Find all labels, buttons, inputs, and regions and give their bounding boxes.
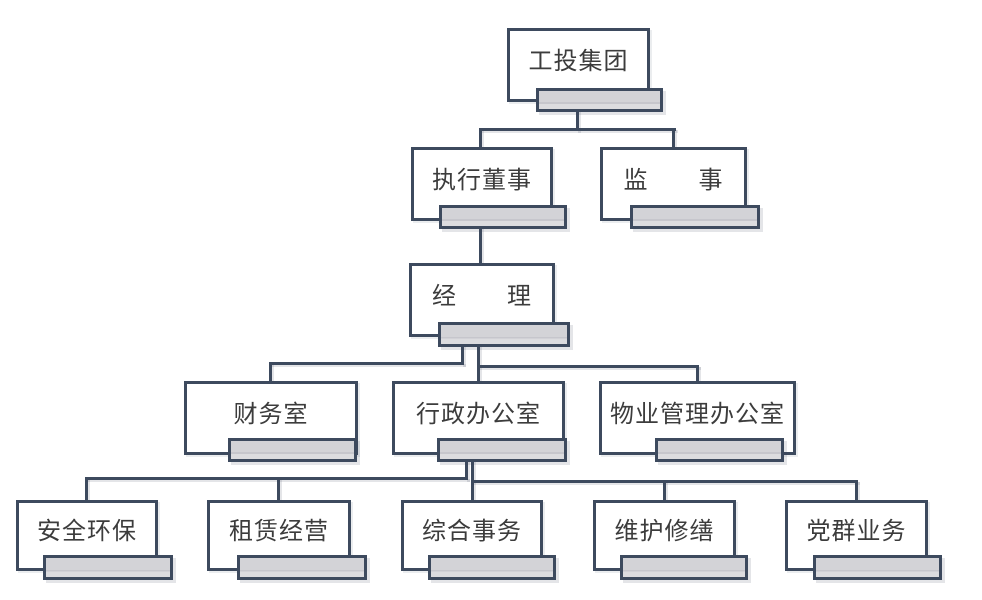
connector-admin-hbar-left <box>85 477 468 480</box>
node-tray <box>620 555 748 580</box>
node-label: 党群业务 <box>806 518 907 545</box>
node-tray <box>655 438 784 462</box>
connector-drop-leasing-operation <box>277 477 280 503</box>
connector-drop-finance-office <box>269 362 272 384</box>
connector-manager-hbar-left <box>269 362 464 365</box>
connector-manager-hbar-right <box>477 365 699 368</box>
connector-admin-stem-left <box>465 450 468 480</box>
org-node-finance-office: 财务室 <box>184 381 358 462</box>
connector-drop-general-affairs <box>471 450 474 503</box>
node-tray <box>428 555 556 580</box>
node-tray <box>43 555 173 580</box>
connector-drop-admin-office <box>477 335 480 385</box>
connector-drop-safety-environment <box>85 477 88 503</box>
org-node-admin-office: 行政办公室 <box>392 381 567 462</box>
node-tray <box>228 438 357 462</box>
connector-drop-supervisor <box>672 128 675 152</box>
org-node-gongtou-group: 工投集团 <box>507 28 663 112</box>
connector-drop-maintenance-repair <box>663 480 666 503</box>
node-label: 经 理 <box>432 282 532 310</box>
node-label: 执行董事 <box>432 166 532 194</box>
connector-drop-executive-director <box>479 128 482 152</box>
org-node-leasing-operation: 租赁经营 <box>207 500 367 580</box>
node-label: 工投集团 <box>528 47 629 75</box>
org-node-general-affairs: 综合事务 <box>401 500 556 580</box>
org-node-property-management-office: 物业管理办公室 <box>599 381 796 462</box>
node-tray <box>438 322 570 347</box>
org-node-maintenance-repair: 维护修缮 <box>593 500 748 580</box>
org-node-supervisor: 监 事 <box>600 147 760 229</box>
connector-drop-property-office <box>696 365 699 384</box>
connector-drop-party-mass-affairs <box>855 480 858 503</box>
node-label: 综合事务 <box>422 518 522 545</box>
connector-executive-to-manager <box>479 215 482 267</box>
node-label: 安全环保 <box>37 518 137 545</box>
node-tray <box>439 205 567 229</box>
node-tray <box>630 205 760 229</box>
node-tray <box>437 438 567 462</box>
node-label: 监 事 <box>623 166 724 194</box>
node-tray <box>813 555 942 580</box>
connector-manager-stem-left <box>461 335 464 365</box>
connector-group-hbar <box>479 128 676 131</box>
node-tray <box>536 88 663 112</box>
org-node-party-mass-affairs: 党群业务 <box>785 500 942 580</box>
node-label: 物业管理办公室 <box>610 400 785 428</box>
org-node-safety-environment: 安全环保 <box>16 500 173 580</box>
org-node-manager: 经 理 <box>409 263 570 347</box>
org-node-executive-director: 执行董事 <box>411 147 567 229</box>
node-tray <box>237 555 367 580</box>
node-label: 行政办公室 <box>416 400 541 428</box>
connector-group-stem <box>576 100 579 131</box>
node-label: 财务室 <box>233 400 309 428</box>
node-label: 租赁经营 <box>229 518 329 545</box>
node-label: 维护修缮 <box>614 518 715 545</box>
